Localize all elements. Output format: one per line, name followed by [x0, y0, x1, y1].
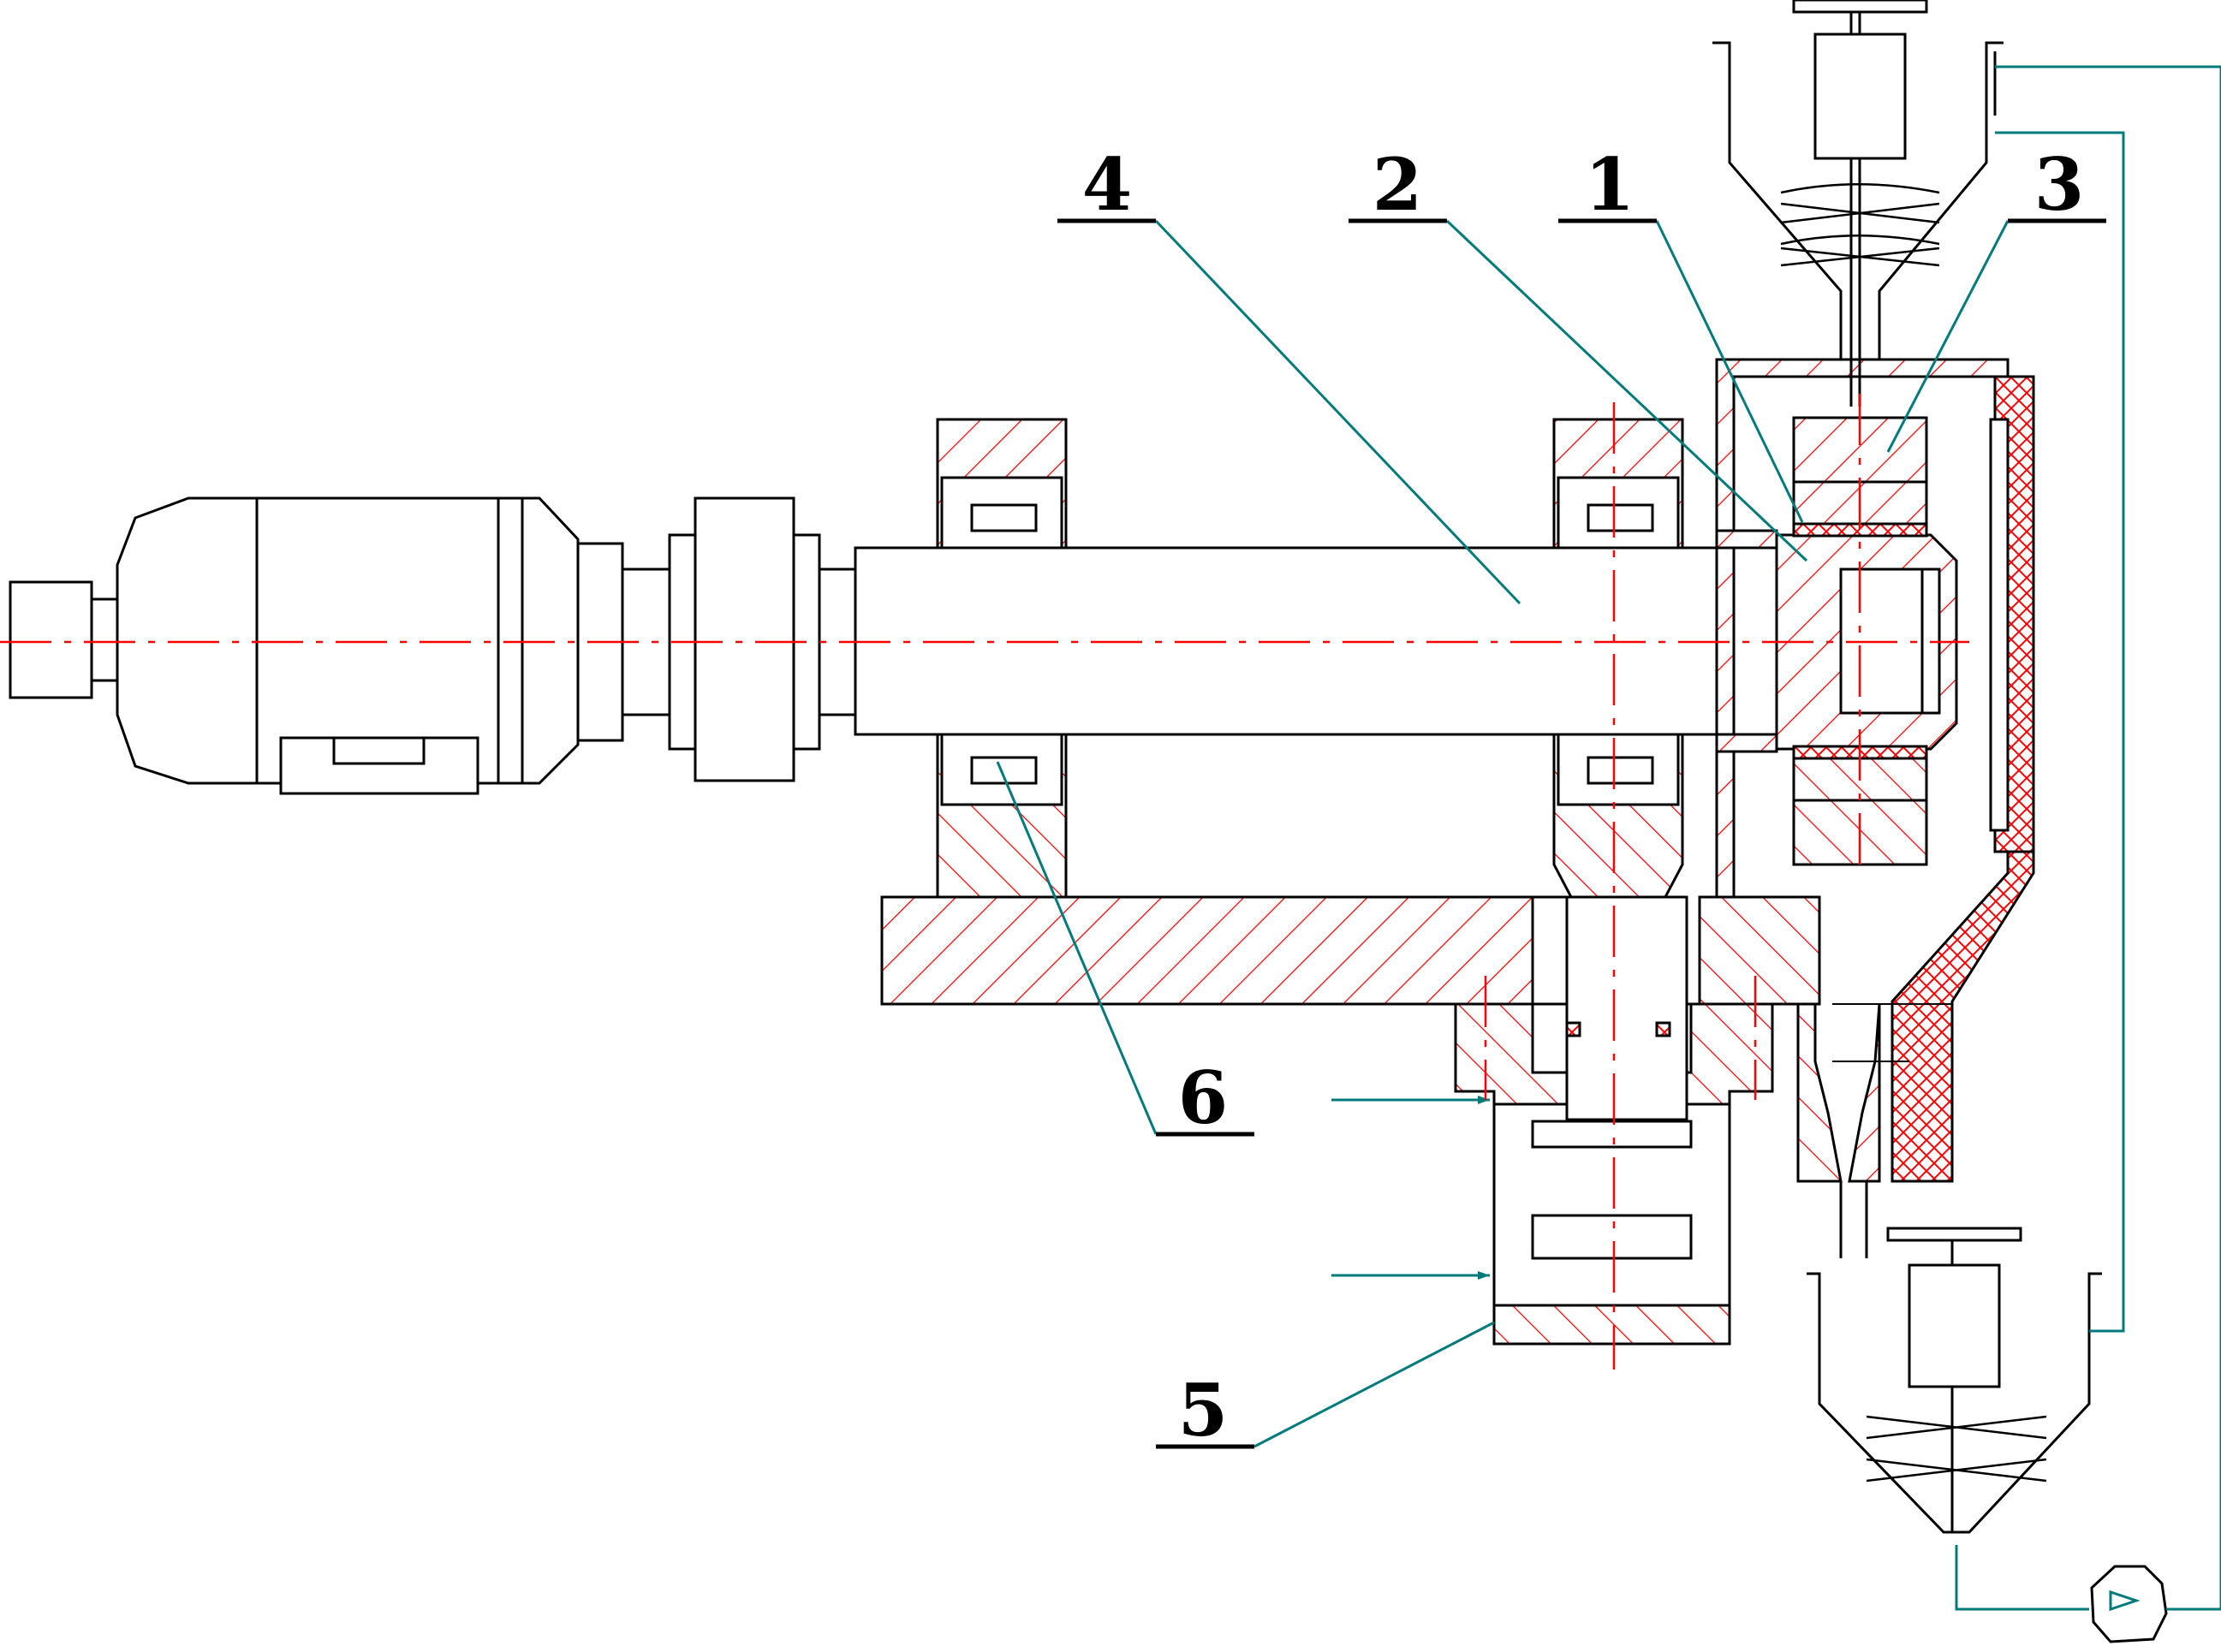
callout-4-label: 4 — [1082, 142, 1132, 227]
circulation-piping — [1331, 65, 2221, 1611]
callout-6-label: 6 — [1178, 1055, 1228, 1140]
callout-5: 5 — [1156, 1368, 1254, 1453]
leader-lines — [996, 219, 2010, 1448]
circulation-pump — [2090, 1565, 2168, 1643]
upper-mixing-tank — [1712, 0, 2004, 407]
callout-1: 1 — [1558, 142, 1657, 227]
callout-1-label: 1 — [1585, 142, 1634, 227]
callout-4: 4 — [1057, 142, 1156, 227]
callout-3: 3 — [2008, 142, 2106, 227]
lower-mixing-tank — [1807, 1227, 2102, 1534]
callout-5-label: 5 — [1178, 1368, 1228, 1453]
callout-2: 2 — [1349, 142, 1447, 227]
hydraulic-cylinder — [1454, 895, 1774, 1346]
callout-3-label: 3 — [2034, 142, 2084, 227]
callout-6: 6 — [1156, 1055, 1254, 1140]
rotor-disk-assembly — [1715, 358, 2035, 1258]
electric-motor — [9, 496, 580, 795]
base-frame — [880, 895, 1821, 1006]
shaft-coupling — [576, 496, 857, 782]
centerlines — [0, 394, 1969, 1370]
callout-2-label: 2 — [1372, 142, 1422, 227]
